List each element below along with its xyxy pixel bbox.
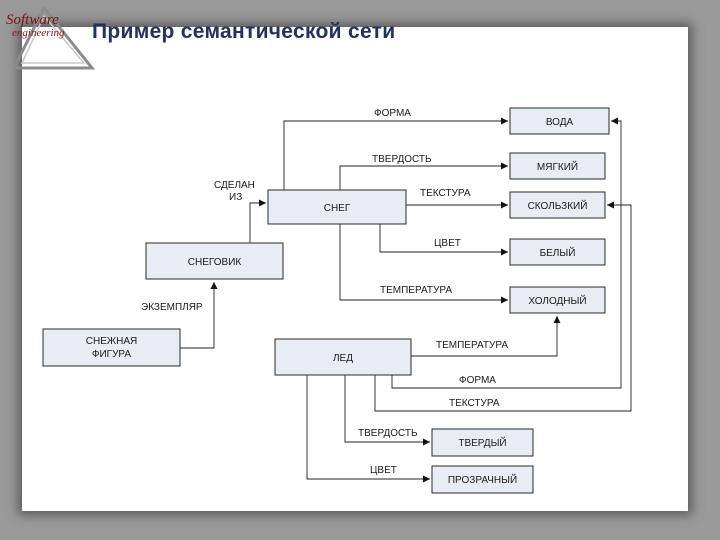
- software-engineering-logo: Software engineering: [0, 0, 110, 80]
- node-sneg-label: СНЕГ: [324, 203, 351, 214]
- node-snezhnaya-figura: СНЕЖНАЯ ФИГУРА: [42, 328, 181, 367]
- logo-line-1: Software: [6, 12, 59, 28]
- edge-sneg-myagkiy: [339, 162, 508, 190]
- node-myagkiy: МЯГКИЙ: [509, 152, 606, 180]
- edge-label-tsvet-1: ЦВЕТ: [434, 238, 461, 249]
- node-beliy: БЕЛЫЙ: [509, 238, 606, 266]
- edge-figura-snegovik: [180, 282, 218, 349]
- node-snegovik-label: СНЕГОВИК: [188, 257, 242, 268]
- node-snezhnaya-figura-label-1: СНЕЖНАЯ: [86, 336, 137, 347]
- node-prozrachniy: ПРОЗРАЧНЫЙ: [431, 465, 534, 494]
- node-snegovik: СНЕГОВИК: [145, 242, 284, 280]
- node-skolzkiy: СКОЛЬЗКИЙ: [509, 191, 606, 219]
- edge-label-temperatura-2: ТЕМПЕРАТУРА: [436, 340, 508, 351]
- edge-led-tverdiy: [344, 375, 430, 446]
- page-title: Пример семантической сети: [92, 20, 396, 43]
- edge-led-holodniy: [411, 316, 561, 357]
- edge-sneg-voda: [283, 117, 508, 190]
- node-voda: ВОДА: [509, 107, 610, 135]
- logo-triangle-icon: [11, 5, 96, 70]
- logo-line-2: engineering: [12, 27, 65, 39]
- edge-led-skolzkiy: [374, 201, 632, 412]
- edge-sneg-holodniy: [339, 224, 508, 304]
- edge-label-ekzemplyar: ЭКЗЕМПЛЯР: [141, 302, 203, 313]
- node-beliy-label: БЕЛЫЙ: [540, 246, 576, 259]
- edge-label-tverdost-2: ТВЕРДОСТЬ: [358, 428, 418, 439]
- node-led: ЛЕД: [274, 338, 412, 376]
- edge-label-tsvet-2: ЦВЕТ: [370, 465, 397, 476]
- edge-label-sdelan: СДЕЛАН: [214, 180, 255, 191]
- node-holodniy-label: ХОЛОДНЫЙ: [528, 294, 586, 307]
- node-tverdiy: ТВЕРДЫЙ: [431, 428, 534, 457]
- node-tverdiy-label: ТВЕРДЫЙ: [458, 436, 506, 449]
- edge-snegovik-sneg: [249, 199, 266, 243]
- edge-label-iz: ИЗ: [229, 192, 242, 203]
- node-sneg: СНЕГ: [267, 189, 407, 225]
- edge-led-voda: [391, 117, 622, 389]
- edge-sneg-beliy: [379, 224, 508, 256]
- edge-label-tekstura-1: ТЕКСТУРА: [420, 188, 471, 199]
- edge-led-prozrachniy: [306, 375, 430, 483]
- edge-label-forma-1: ФОРМА: [374, 108, 411, 119]
- node-myagkiy-label: МЯГКИЙ: [537, 160, 578, 173]
- edge-label-tverdost-1: ТВЕРДОСТЬ: [372, 154, 432, 165]
- node-voda-label: ВОДА: [546, 117, 574, 128]
- edge-label-forma-2: ФОРМА: [459, 375, 496, 386]
- edge-label-tekstura-2: ТЕКСТУРА: [449, 398, 500, 409]
- node-skolzkiy-label: СКОЛЬЗКИЙ: [528, 199, 588, 212]
- edge-label-temperatura-1: ТЕМПЕРАТУРА: [380, 285, 452, 296]
- node-prozrachniy-label: ПРОЗРАЧНЫЙ: [448, 473, 517, 486]
- edge-labels: ФОРМА ТВЕРДОСТЬ СДЕЛАН ИЗ ТЕКСТУРА ЦВЕТ …: [141, 108, 508, 476]
- node-snezhnaya-figura-label-2: ФИГУРА: [92, 349, 132, 360]
- node-holodniy: ХОЛОДНЫЙ: [509, 286, 606, 314]
- node-led-label: ЛЕД: [333, 353, 353, 364]
- edges: [180, 117, 632, 483]
